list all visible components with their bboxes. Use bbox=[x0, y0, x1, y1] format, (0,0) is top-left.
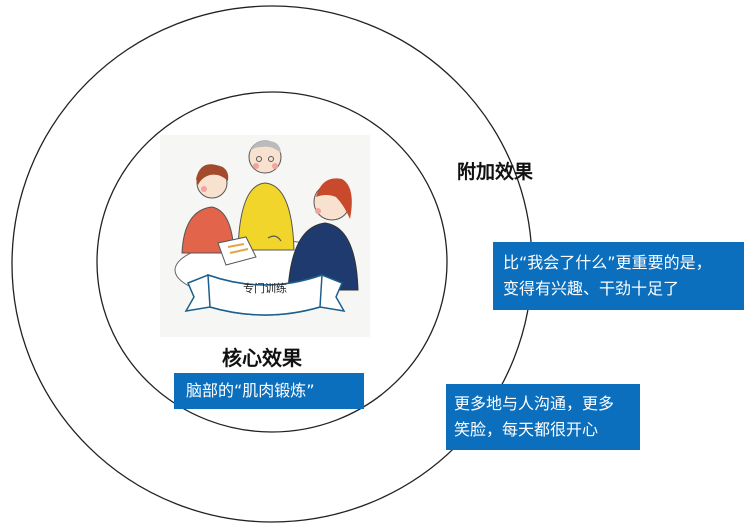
core-effect-line-1: 脑部的“肌肉锻炼” bbox=[186, 381, 315, 400]
extra-effect-box-1-line-1: 比“我会了什么”更重要的是， bbox=[503, 253, 712, 272]
extra-effect-box-2-line-2: 笑脸，每天都很开心 bbox=[454, 420, 599, 439]
banner-text: 专门训练 bbox=[243, 281, 287, 295]
extra-effect-box-2-line-1: 更多地与人沟通，更多 bbox=[454, 394, 615, 413]
training-illustration: 专门训练 bbox=[160, 135, 370, 337]
core-effect-title: 核心效果 bbox=[222, 346, 302, 370]
extra-effect-box-1: 比“我会了什么”更重要的是， 变得有兴趣、干劲十足了 bbox=[493, 242, 744, 310]
inner-ring bbox=[96, 91, 448, 433]
extra-effect-title: 附加效果 bbox=[457, 161, 534, 183]
extra-effect-box-2: 更多地与人沟通，更多 笑脸，每天都很开心 bbox=[446, 384, 640, 450]
core-effect-box: 脑部的“肌肉锻炼” bbox=[174, 373, 364, 409]
extra-effect-box-1-line-2: 变得有兴趣、干劲十足了 bbox=[503, 279, 680, 298]
